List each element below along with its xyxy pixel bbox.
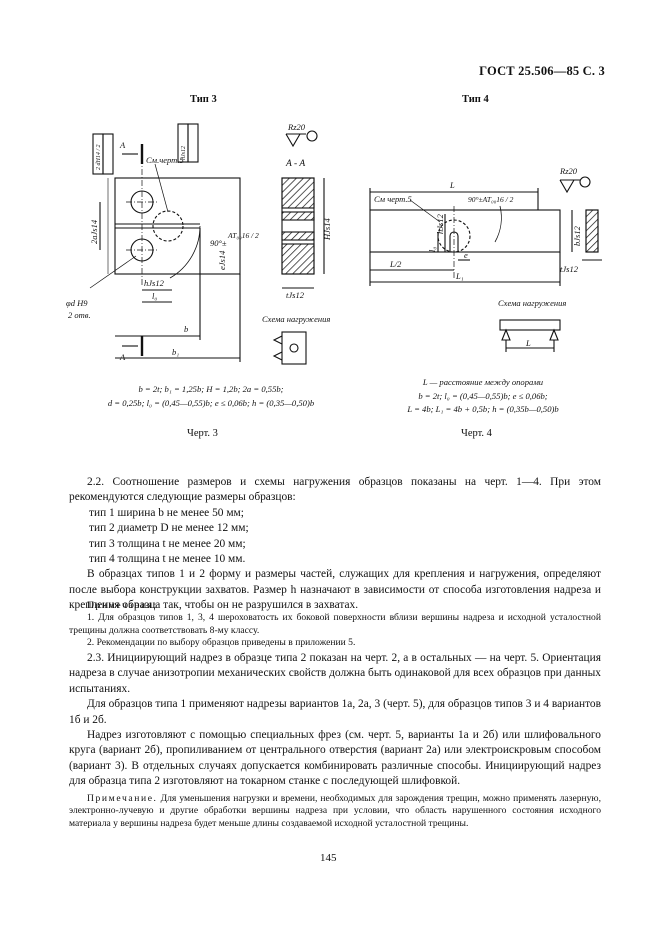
fig3-formula-1: b = 2t; b₁ = 1,25b; H = 1,2b; 2a = 0,55b…	[138, 384, 284, 394]
notes-title: Примечания:	[87, 600, 158, 611]
fig4-label-l: L	[449, 180, 455, 190]
paragraph-notch-variants: Для образцов типа 1 применяют надрезы ва…	[69, 698, 601, 726]
fig4-label-l-scheme: L	[525, 338, 531, 348]
fig3-formula-2: d = 0,25b; l₀ = (0,45—0,55)b; e ≤ 0,06b;…	[107, 397, 315, 408]
fig3-label-sm-chert: См.черт.5	[146, 155, 184, 165]
fig4-label-sm-chert: См черт.5	[374, 194, 412, 204]
section-2-2: 2.2. Соотношение размеров и схемы нагруж…	[69, 475, 601, 614]
remark-text: Для уменьшения нагрузки и времени, необх…	[69, 793, 601, 829]
fig3-label-tol-top: 2 dH14 / 2	[95, 145, 102, 171]
list-item: тип 3 толщина t не менее 20 мм;	[89, 537, 246, 550]
notes-block: Примечания: 1. Для образцов типов 1, 3, …	[69, 600, 601, 650]
fig3-label-l0: l₀	[152, 291, 157, 301]
fig4-label-hjs: hJs12	[435, 213, 445, 234]
fig4-drawing: L См черт.5 90°±AT₀₀16 / 2 Rz20 l₀ hJs12…	[369, 166, 602, 352]
fig3-label-h: HJs14	[322, 218, 332, 241]
page-number: 145	[320, 852, 337, 864]
fig3-type-label: Тип 3	[190, 94, 217, 105]
section-2-3: 2.3. Инициирующий надрез в образце типа …	[69, 651, 601, 790]
list-item: тип 2 диаметр D не менее 12 мм;	[89, 522, 249, 535]
fig3-label-e: eJs14	[217, 250, 227, 270]
fig4-caption: Черт. 4	[461, 428, 492, 439]
fig4-label-roughness: Rz20	[559, 166, 578, 176]
remark-title: Примечание.	[87, 793, 158, 804]
fig3-label-tol-side: hJs12	[181, 146, 187, 160]
note-2: 2. Рекомендации по выбору образцов приве…	[87, 637, 356, 649]
fig3-label-a-top: A	[119, 140, 126, 150]
fig3-caption: Черт. 3	[187, 428, 218, 439]
fig4-label-angle: 90°±AT₀₀16 / 2	[468, 195, 514, 204]
paragraph-2-3: 2.3. Инициирующий надрез в образце типа …	[69, 652, 601, 695]
fig3-label-phi: φd H9	[66, 298, 88, 308]
fig3-label-angle: 90°±	[210, 238, 227, 248]
paragraph-notch-method: Надрез изготовляют с помощью специальных…	[69, 729, 601, 788]
list-item: тип 4 толщина t не менее 10 мм.	[89, 553, 246, 566]
fig3-label-a-bottom: A	[119, 352, 126, 362]
fig4-formula-0: L — расстояние между опорами	[422, 377, 544, 387]
remark-block: Примечание. Для уменьшения нагрузки и вр…	[69, 793, 601, 830]
fig3-label-roughness: Rz20	[287, 122, 306, 132]
fig3-label-h-dim: hJs12	[144, 278, 165, 288]
list-item: тип 1 ширина b не менее 50 мм;	[89, 506, 244, 519]
fig4-label-scheme: Схема нагружения	[498, 298, 566, 308]
fig3-label-scheme: Схема нагружения	[262, 314, 330, 324]
fig3-label-2a: 2aJs14	[89, 219, 99, 244]
page-header: ГОСТ 25.506—85 С. 3	[479, 64, 605, 78]
fig3-label-at: AT₀₀16 / 2	[227, 231, 259, 240]
fig4-formula-2: L = 4b; L₁ = 4b + 0,5b; h = (0,35b—0,50)…	[407, 404, 559, 414]
fig4-label-l-half: L/2	[389, 259, 402, 269]
fig3-label-tjs: tJs12	[286, 290, 305, 300]
fig3-label-b1: b₁	[172, 347, 179, 357]
paragraph-2-2: 2.2. Соотношение размеров и схемы нагруж…	[69, 476, 601, 504]
fig4-label-tjs: tJs12	[560, 264, 579, 274]
fig4-label-bjs: bJs12	[572, 225, 582, 246]
fig4-formula-1: b = 2t; l₀ = (0,45—0,55)b; e ≤ 0,06b;	[418, 390, 548, 401]
fig3-label-section: A - A	[285, 159, 305, 169]
fig4-type-label: Тип 4	[462, 94, 489, 105]
fig3-drawing: A A См.черт.5 Rz20 A - A HJs14 2aJs14 eJ…	[66, 122, 332, 365]
fig4-label-l1: L₁	[455, 271, 464, 281]
note-1: 1. Для образцов типов 1, 3, 4 шероховато…	[69, 612, 601, 636]
fig3-label-b: b	[184, 324, 188, 334]
fig4-label-l0: l₀	[427, 247, 437, 252]
fig4-label-e: e	[464, 250, 468, 260]
fig3-label-two-holes: 2 отв.	[68, 310, 91, 320]
paragraph-mounting: В образцах типов 1 и 2 форму и размеры ч…	[69, 568, 601, 612]
